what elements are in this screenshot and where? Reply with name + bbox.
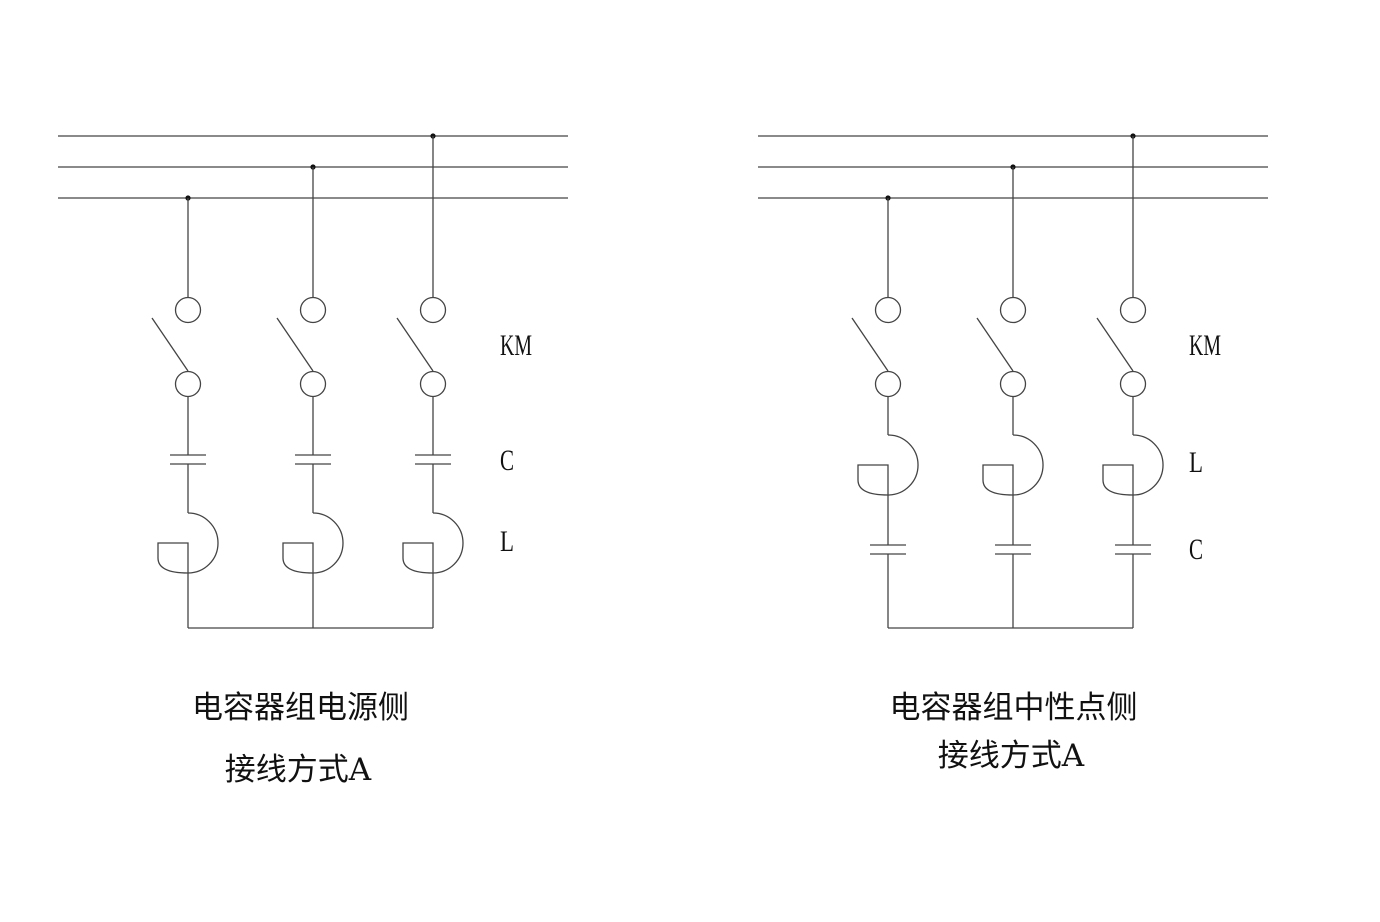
right-capacitor-2 — [995, 544, 1031, 555]
right-caption-line-2: 接线方式A — [937, 738, 1085, 774]
right-label-l: L — [1189, 446, 1203, 479]
left-km-contact-bottom-1 — [174, 370, 202, 398]
right-km-blade-3 — [1096, 317, 1134, 372]
right-km-contact-bottom-2 — [999, 370, 1027, 398]
right-km-contact-top-3 — [1119, 296, 1147, 324]
left-caption-line-2: 接线方式A — [224, 752, 372, 788]
left-label-c: C — [500, 444, 514, 477]
right-label-km: KM — [1189, 329, 1221, 362]
left-km-contact-top-3 — [419, 296, 447, 324]
right-diagram: KM L C — [758, 133, 1268, 629]
left-km-contact-bottom-2 — [299, 370, 327, 398]
left-km-blade-1 — [151, 317, 189, 372]
right-caption-line-1: 电容器组中性点侧 — [889, 690, 1138, 726]
right-km-contact-bottom-3 — [1119, 370, 1147, 398]
right-capacitor-3 — [1115, 544, 1151, 555]
left-km-contact-top-1 — [174, 296, 202, 324]
right-inductor-1 — [857, 434, 919, 496]
left-phase-2 — [276, 164, 344, 628]
left-inductor-1 — [157, 512, 219, 574]
left-phase-1 — [151, 195, 219, 628]
right-label-c: C — [1189, 533, 1203, 566]
right-km-blade-1 — [851, 317, 889, 372]
right-inductor-3 — [1102, 434, 1164, 496]
left-label-l: L — [500, 525, 514, 558]
right-inductor-2 — [982, 434, 1044, 496]
right-km-contact-bottom-1 — [874, 370, 902, 398]
right-capacitor-1 — [870, 544, 906, 555]
left-km-blade-3 — [396, 317, 434, 372]
left-diagram: KM C L — [58, 133, 568, 629]
right-km-blade-2 — [976, 317, 1014, 372]
left-capacitor-3 — [415, 454, 451, 465]
right-phase-2 — [976, 164, 1044, 628]
left-capacitor-1 — [170, 454, 206, 465]
left-inductor-3 — [402, 512, 464, 574]
right-phase-1 — [851, 195, 919, 628]
left-inductor-2 — [282, 512, 344, 574]
left-km-blade-2 — [276, 317, 314, 372]
left-km-contact-bottom-3 — [419, 370, 447, 398]
right-km-contact-top-1 — [874, 296, 902, 324]
left-phase-3 — [396, 133, 464, 628]
right-km-contact-top-2 — [999, 296, 1027, 324]
left-km-contact-top-2 — [299, 296, 327, 324]
left-caption-line-1: 电容器组电源侧 — [192, 690, 409, 726]
right-phase-3 — [1096, 133, 1164, 628]
left-capacitor-2 — [295, 454, 331, 465]
left-label-km: KM — [500, 329, 532, 362]
